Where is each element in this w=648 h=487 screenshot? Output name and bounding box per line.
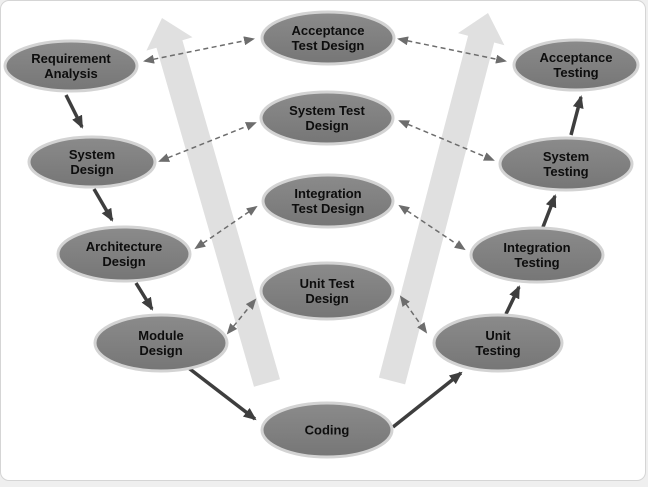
integration-test-design-ellipse bbox=[261, 173, 395, 229]
flow-arrow-unit-testing--integration-testing bbox=[504, 285, 521, 315]
dashed-link-architecture-design--integration-test-design bbox=[194, 205, 258, 250]
flow-arrow-system-testing--acceptance-testing bbox=[569, 95, 584, 136]
node-coding: Coding bbox=[260, 401, 394, 459]
integration-testing-ellipse bbox=[469, 226, 605, 284]
dashed-link-system-design--system-test-design bbox=[158, 122, 257, 162]
flow-arrow-system-design--architecture-design bbox=[92, 188, 114, 222]
flow-arrow-requirement-analysis--system-design bbox=[64, 94, 84, 129]
flow-arrow-coding--unit-testing bbox=[391, 371, 463, 429]
requirement-analysis-ellipse bbox=[3, 39, 139, 93]
dashed-link-module-design--unit-test-design bbox=[226, 298, 257, 335]
dashed-link-unit-test-design--unit-testing bbox=[399, 295, 428, 334]
coding-label: Coding bbox=[305, 423, 350, 438]
dashed-link-acceptance-test-design--acceptance-testing bbox=[397, 36, 507, 64]
architecture-design-ellipse bbox=[56, 225, 192, 283]
big-upward-arrow-left bbox=[146, 18, 280, 387]
acceptance-testing-ellipse bbox=[512, 38, 640, 92]
system-design-ellipse bbox=[27, 135, 157, 189]
flow-arrow-integration-testing--system-testing bbox=[541, 194, 557, 228]
system-testing-ellipse bbox=[498, 136, 634, 192]
system-test-design-ellipse bbox=[259, 90, 395, 146]
flow-arrow-architecture-design--module-design bbox=[134, 282, 154, 311]
dashed-link-integration-test-design--integration-testing bbox=[398, 204, 466, 251]
module-design-ellipse bbox=[93, 313, 229, 373]
big-upward-arrow-right bbox=[378, 13, 505, 385]
coding-ellipse bbox=[260, 401, 394, 459]
dashed-link-requirement-analysis--acceptance-test-design bbox=[143, 36, 255, 64]
flow-arrow-module-design--coding bbox=[184, 364, 257, 421]
unit-testing-ellipse bbox=[432, 313, 564, 373]
unit-test-design-ellipse bbox=[259, 261, 395, 321]
acceptance-test-design-ellipse bbox=[260, 10, 396, 66]
